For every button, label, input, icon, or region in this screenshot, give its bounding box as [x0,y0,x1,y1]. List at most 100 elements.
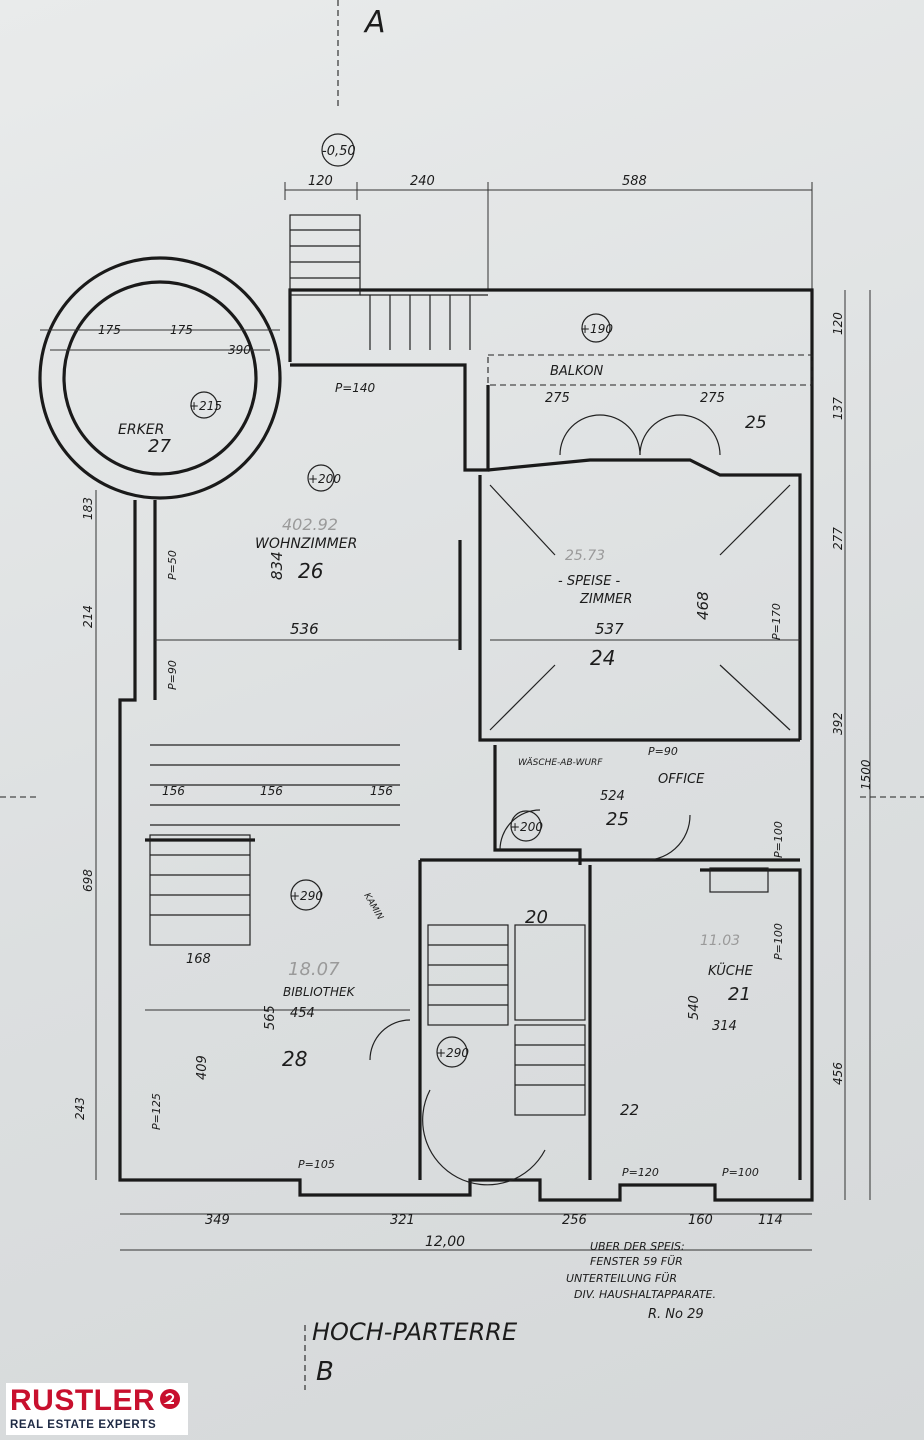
dim-bib-454: 454 [290,1006,315,1021]
wohnzimmer-label: WOHNZIMMER [255,536,357,552]
outer-wall [118,288,814,1202]
dim-kueche-540: 540 [687,995,702,1020]
window-p140: P=140 [335,381,376,395]
dim-bib-168: 168 [186,952,211,967]
balcony-level: +190 [580,322,613,336]
office-label: OFFICE [658,772,705,787]
window-p90: P=90 [648,745,678,758]
window-p120: P=120 [622,1166,659,1179]
office-number: 25 [606,809,629,830]
entry-stairs [289,214,361,296]
window-p100a: P=100 [772,821,785,858]
balcony-label: BALKON [550,364,603,379]
window-p170: P=170 [770,603,783,640]
erker-bay [38,256,282,500]
dim-left-243: 243 [73,1097,87,1120]
wohnzimmer-number: 26 [298,559,323,583]
note-line-1: UBER DER SPEIS: [590,1240,685,1253]
dim-top-1: 120 [308,174,333,189]
speise-number: 24 [590,646,615,670]
dim-right-137: 137 [831,397,845,420]
pencil-mark-3: 18.07 [288,959,340,980]
erker-label: ERKER [118,422,164,438]
section-label-top: A [363,5,386,40]
dim-right-120: 120 [831,312,845,335]
erker-level: +215 [189,399,222,413]
dim-erker-175b: 175 [170,323,193,337]
dim-stair-156a: 156 [162,784,185,798]
erker-number: 27 [148,436,171,457]
bibliothek-label: BIBLIOTHEK [283,985,356,999]
dim-bottom-256: 256 [562,1213,587,1228]
plan-title: HOCH-PARTERRE [312,1318,518,1346]
office-level: +200 [510,820,543,834]
kamin-label: KAMIN [361,892,384,923]
dim-balcony-275a: 275 [545,391,570,406]
window-p100c: P=100 [722,1166,759,1179]
speis-number: 22 [620,1101,639,1119]
window-p105: P=105 [298,1158,335,1171]
wohnzimmer-level: +200 [308,472,341,486]
interior-walls [145,363,802,1180]
dim-top-2: 240 [410,174,435,189]
pencil-mark-1: 402.92 [282,515,338,534]
balcony-outline [487,354,813,386]
logo-mark-icon [160,1389,180,1409]
dim-bottom-total: 12,00 [425,1234,465,1250]
stair-number: 20 [525,907,548,928]
speise-label-b: ZIMMER [579,592,632,607]
logo-tagline: REAL ESTATE EXPERTS [10,1419,157,1431]
dim-office-524: 524 [600,789,625,804]
level-marker-label: -0,50 [322,144,356,159]
window-p100b: P=100 [772,923,785,960]
bibliothek-level: +290 [290,889,323,903]
speise-label-a: - SPEISE - [558,574,621,589]
window-p125: P=125 [150,1093,163,1130]
dim-top-3: 588 [622,174,647,189]
level-marker [321,133,355,167]
bibliothek-stairs [149,744,400,946]
dim-right-1500: 1500 [859,759,873,790]
stair-level: +290 [436,1046,469,1060]
door-swings [369,414,721,1061]
dim-left-183: 183 [81,497,95,520]
window-p90b: P=90 [166,660,179,690]
kitchen-stove [709,867,769,893]
kueche-label: KÜCHE [708,962,754,979]
dim-speise-537: 537 [595,620,624,638]
dim-speise-468: 468 [694,591,712,620]
waesche-label: WÄSCHE-AB-WURF [518,757,603,768]
pencil-mark-2: 25.73 [565,548,605,564]
dim-bib-409: 409 [195,1055,210,1080]
speisezimmer-chamfers [489,484,791,731]
window-p50: P=50 [166,550,179,580]
logo-brand: RUSTLER [10,1384,156,1417]
dim-erker-175a: 175 [98,323,121,337]
note-line-5: R. No 29 [648,1307,704,1322]
dim-bottom-160: 160 [688,1213,713,1228]
dim-right-277: 277 [831,527,845,550]
note-line-3: UNTERTEILUNG FÜR [566,1272,677,1285]
dim-wohn-834: 834 [268,551,286,580]
dim-kueche-314: 314 [712,1019,737,1034]
note-line-4: DIV. HAUSHALTAPPARATE. [574,1288,716,1301]
dim-bottom-114: 114 [758,1213,783,1228]
dim-right-392: 392 [831,712,845,735]
balcony-number: 25 [745,413,767,433]
dim-bib-565: 565 [263,1005,278,1030]
dim-stair-156b: 156 [260,784,283,798]
dim-balcony-275b: 275 [700,391,725,406]
dim-bottom-349: 349 [205,1213,230,1228]
section-label-bottom: B [316,1357,334,1387]
dim-erker-390: 390 [228,343,251,357]
note-line-2: FENSTER 59 FÜR [590,1255,683,1268]
bibliothek-number: 28 [282,1047,307,1071]
dim-stair-156c: 156 [370,784,393,798]
rustler-logo: RUSTLER REAL ESTATE EXPERTS [6,1383,188,1435]
central-stairs [422,924,586,1186]
dim-wohn-536: 536 [290,620,319,638]
dim-right-456: 456 [831,1062,845,1085]
pencil-mark-4: 11.03 [700,933,740,949]
